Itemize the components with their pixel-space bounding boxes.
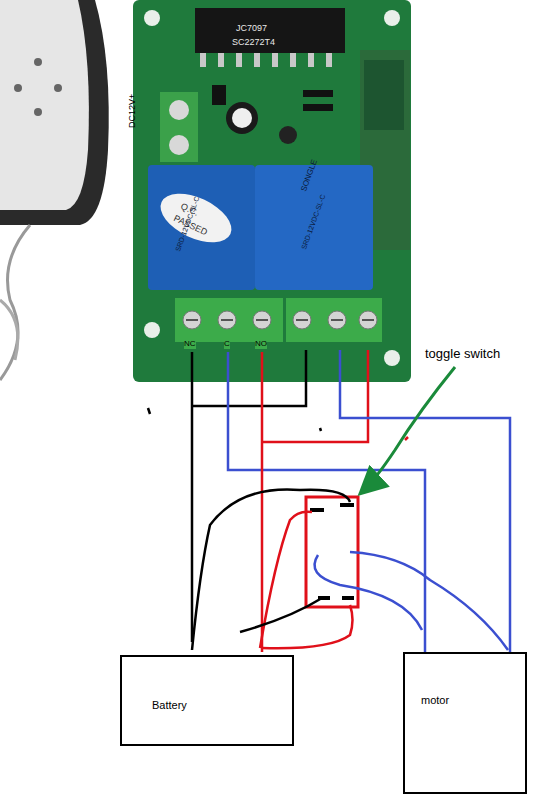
terminal-label: NC xyxy=(184,340,196,349)
terminal-label: C xyxy=(224,340,230,349)
terminal-label: NO xyxy=(255,340,267,349)
component-label: motor xyxy=(421,694,449,706)
callout-label: toggle switch xyxy=(425,347,500,361)
power-label: DC12V+ xyxy=(128,94,138,128)
relay-board xyxy=(133,0,411,382)
wires xyxy=(148,350,510,652)
component-box: Battery xyxy=(120,655,294,746)
component-box: motor xyxy=(403,652,527,794)
remote-fob xyxy=(0,0,109,380)
chip-marking: SC2272T4 xyxy=(232,38,275,48)
chip-marking: JC7097 xyxy=(236,24,267,34)
component-label: Battery xyxy=(152,699,187,711)
